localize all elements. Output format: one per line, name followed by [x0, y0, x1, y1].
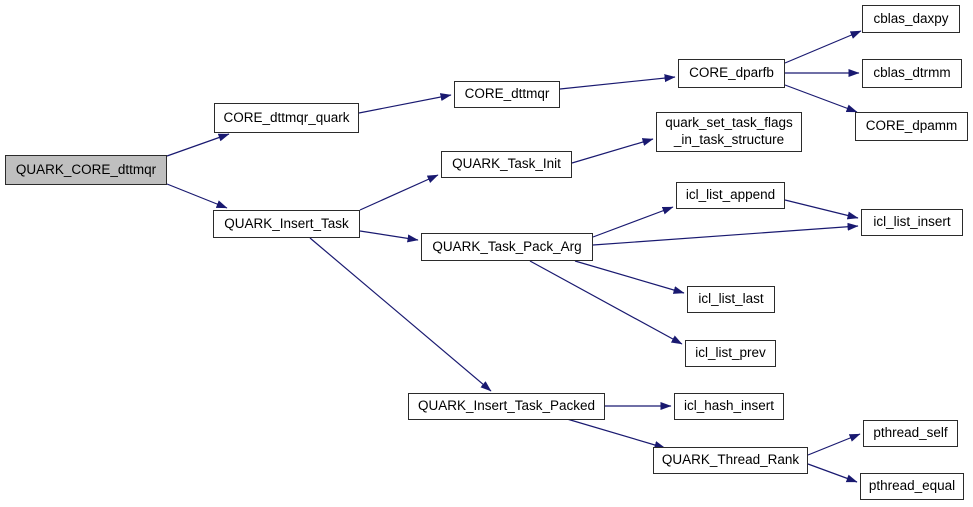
node-cblas-daxpy[interactable]: cblas_daxpy	[862, 5, 960, 33]
edge-core-dttmqr-quark-to-core-dttmqr	[358, 93, 452, 114]
node-quark-insert-task[interactable]: QUARK_Insert_Task	[213, 210, 360, 238]
edge-quark-task-pack-arg-to-icl-list-append	[592, 206, 674, 238]
edge-quark-core-dttmqr-to-quark-insert-task	[166, 183, 228, 209]
node-cblas-dtrmm[interactable]: cblas_dtrmm	[862, 59, 962, 88]
edge-quark-task-init-to-quark-set-task-flags	[571, 138, 654, 164]
edge-quark-insert-task-packed-to-quark-thread-rank	[566, 418, 666, 449]
node-quark-set-task-flags-in-task-structure[interactable]: quark_set_task_flags _in_task_structure	[656, 112, 802, 152]
edge-core-dttmqr-to-core-dparfb	[559, 74, 676, 90]
edge-icl-list-append-to-icl-list-insert	[784, 199, 859, 220]
node-core-dttmqr[interactable]: CORE_dttmqr	[454, 81, 560, 108]
edge-quark-insert-task-to-quark-task-init	[359, 174, 439, 211]
node-icl-hash-insert[interactable]: icl_hash_insert	[674, 393, 784, 420]
edge-quark-insert-task-to-quark-insert-task-packed	[309, 237, 492, 392]
node-icl-list-insert[interactable]: icl_list_insert	[861, 209, 963, 236]
edge-quark-core-dttmqr-to-core-dttmqr-quark	[166, 133, 230, 157]
edge-quark-task-pack-arg-to-icl-list-last	[574, 260, 685, 294]
node-pthread-equal[interactable]: pthread_equal	[860, 473, 964, 500]
edge-core-dparfb-to-cblas-daxpy	[784, 30, 862, 64]
node-core-dpamm[interactable]: CORE_dpamm	[855, 112, 968, 141]
edge-core-dparfb-to-core-dpamm	[784, 84, 858, 113]
node-quark-task-pack-arg[interactable]: QUARK_Task_Pack_Arg	[421, 233, 593, 261]
node-pthread-self[interactable]: pthread_self	[863, 420, 958, 447]
node-quark-thread-rank[interactable]: QUARK_Thread_Rank	[653, 447, 808, 474]
node-quark-core-dttmqr: QUARK_CORE_dttmqr	[5, 155, 167, 185]
node-icl-list-append[interactable]: icl_list_append	[676, 182, 785, 209]
node-core-dparfb[interactable]: CORE_dparfb	[678, 59, 785, 88]
edge-quark-task-pack-arg-to-icl-list-prev	[529, 260, 683, 345]
node-quark-insert-task-packed[interactable]: QUARK_Insert_Task_Packed	[408, 393, 605, 420]
edge-quark-thread-rank-to-pthread-equal	[807, 463, 858, 483]
edge-quark-thread-rank-to-pthread-self	[807, 433, 861, 456]
node-core-dttmqr-quark[interactable]: CORE_dttmqr_quark	[214, 103, 359, 133]
edge-quark-task-pack-arg-to-icl-list-insert	[592, 222, 859, 246]
node-icl-list-last[interactable]: icl_list_last	[687, 286, 775, 313]
edge-quark-insert-task-to-quark-task-pack-arg	[359, 230, 419, 243]
node-quark-task-init[interactable]: QUARK_Task_Init	[441, 151, 572, 178]
node-icl-list-prev[interactable]: icl_list_prev	[685, 340, 776, 367]
